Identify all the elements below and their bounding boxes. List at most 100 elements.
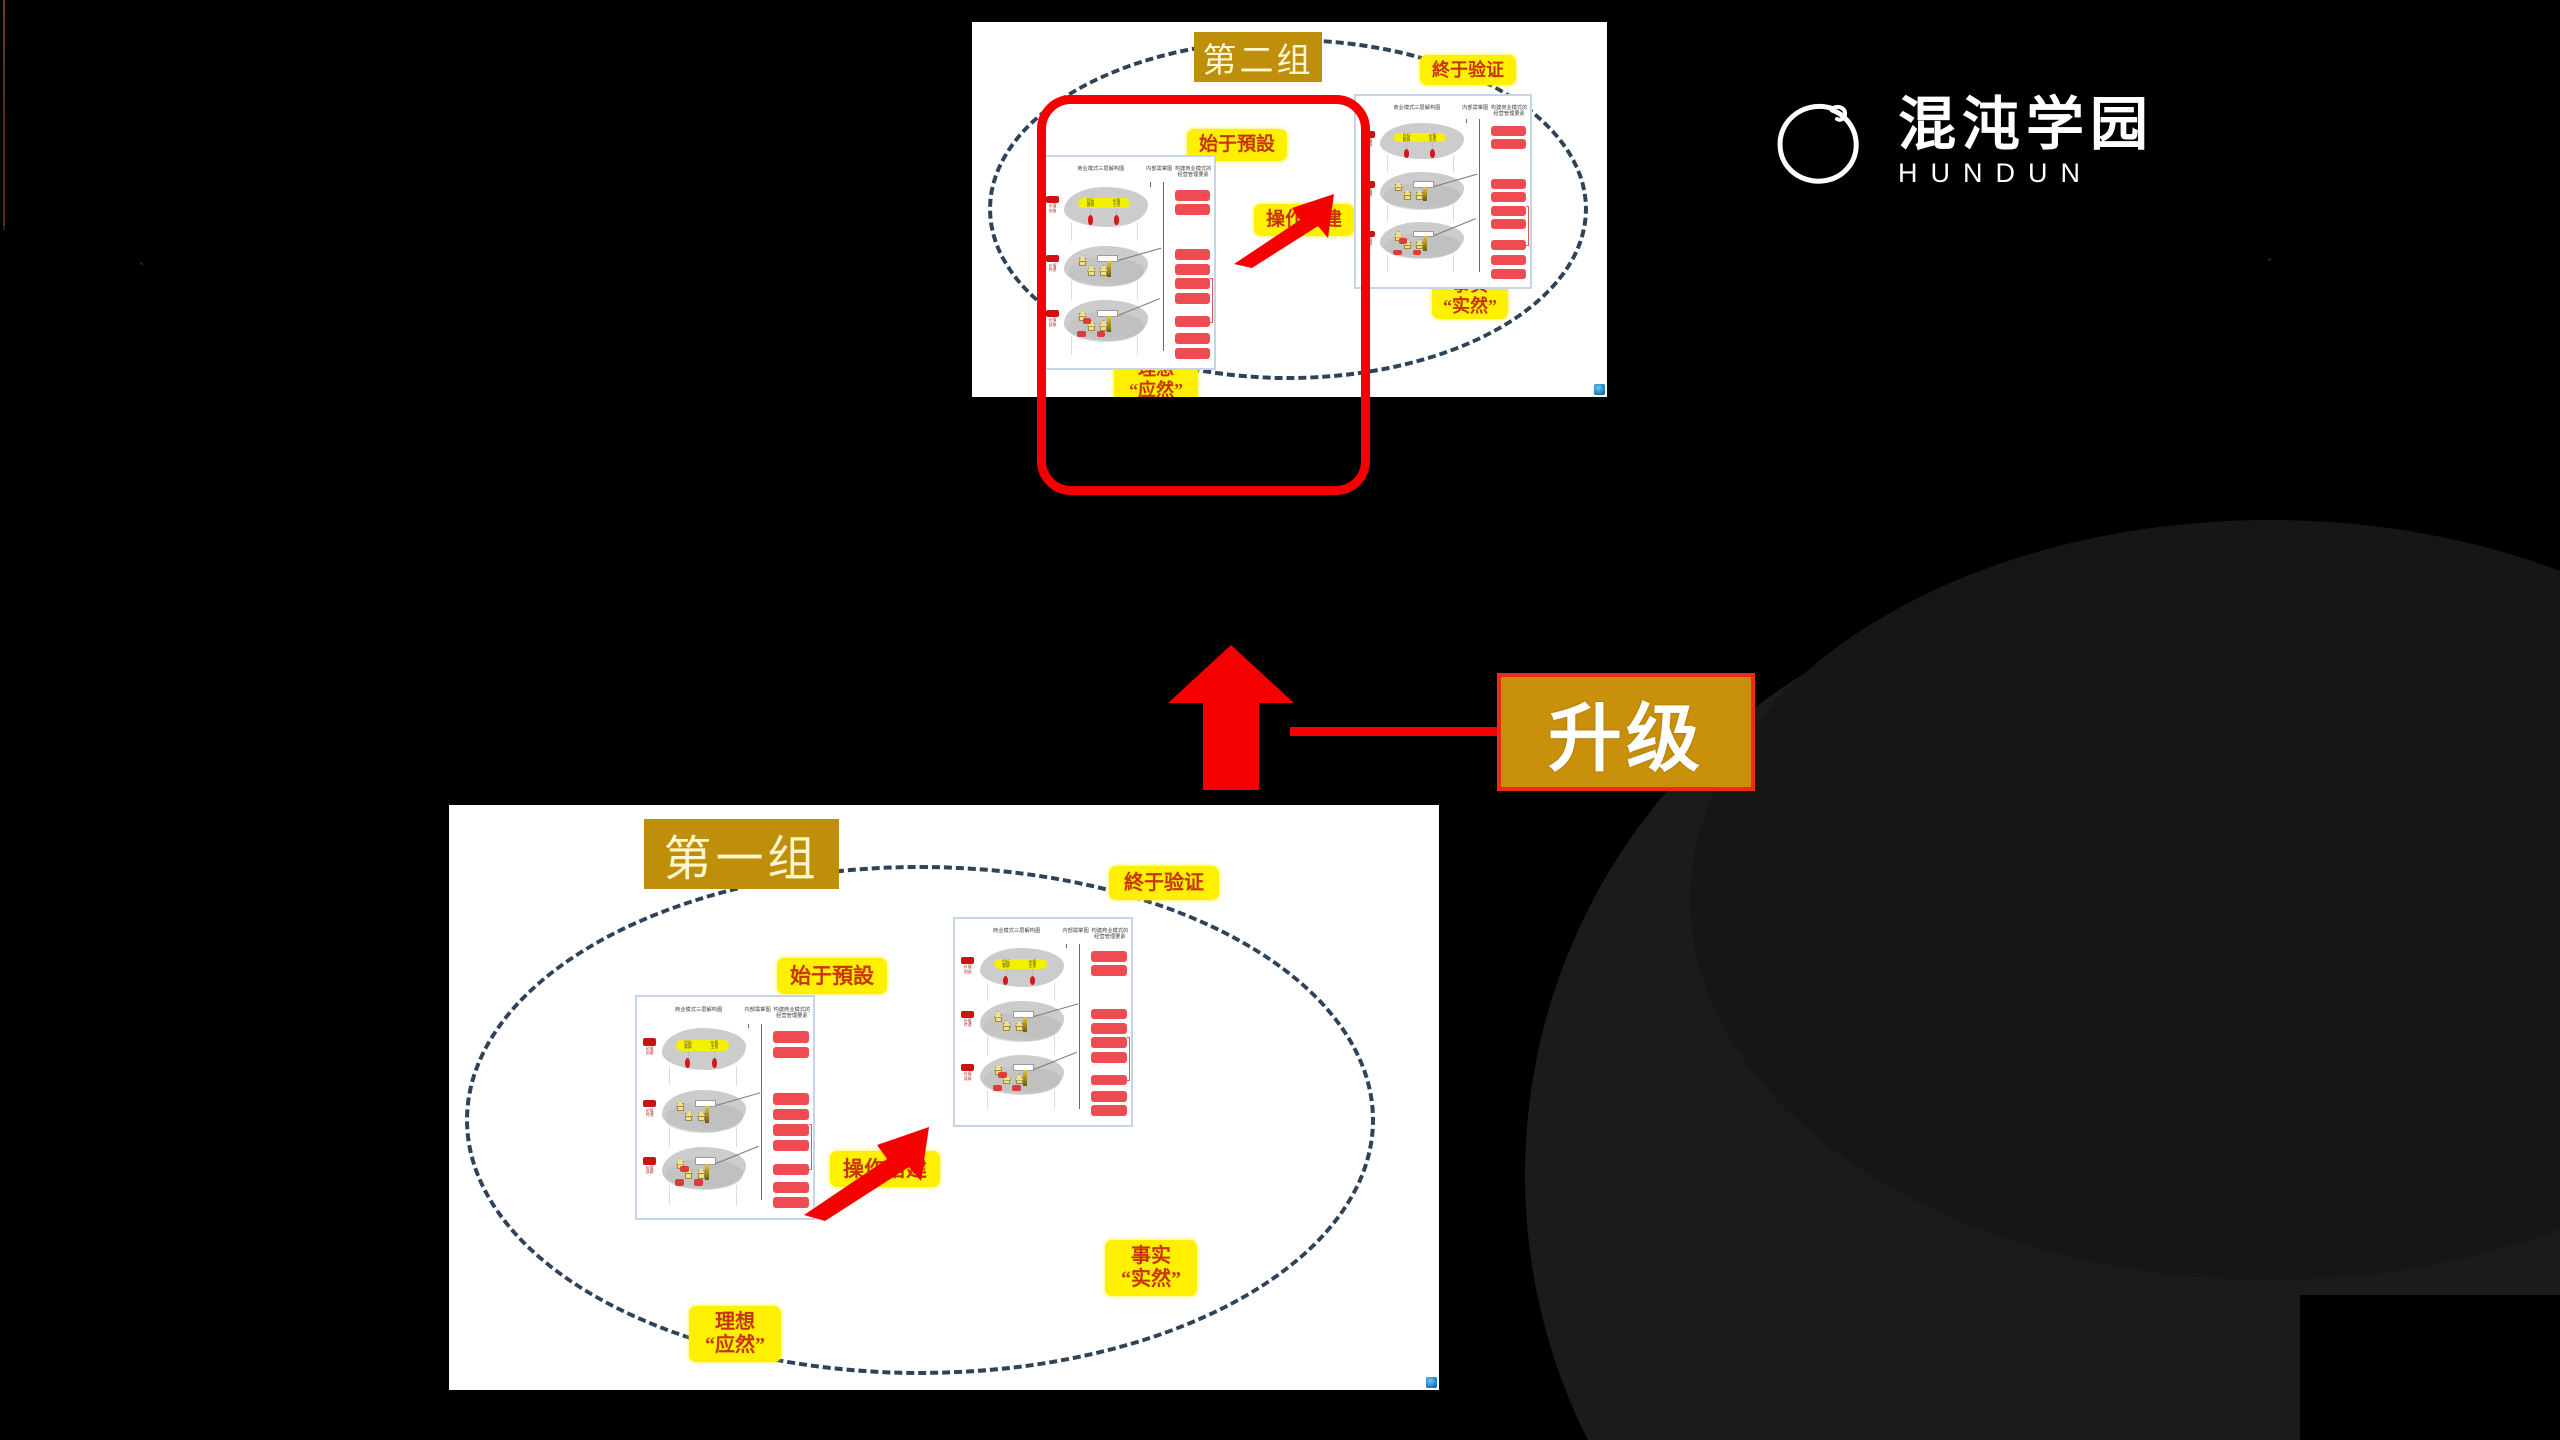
red-arrow-operate — [804, 1127, 929, 1221]
diagram-header-structure: 商业模式三层解构图 — [1077, 166, 1125, 173]
diagram-strut — [986, 1036, 988, 1055]
diagram-house-icon — [1079, 258, 1087, 267]
diagram-element-chip — [1490, 219, 1526, 230]
diagram-inline-tag — [1393, 249, 1403, 256]
diagram-element-chip — [1091, 1051, 1127, 1063]
diagram-house-icon — [685, 1113, 693, 1122]
diagram-strut — [668, 1184, 670, 1205]
group-title-ribbon: 第一组 — [644, 819, 839, 889]
diagram-element-chip — [773, 1108, 809, 1121]
diagram-strut — [1053, 982, 1055, 1002]
diagram-house-icon — [685, 1170, 693, 1179]
diagram-element-chip — [773, 1046, 809, 1059]
diagram-element-chip — [1490, 268, 1526, 279]
diagram-strut — [1137, 281, 1139, 301]
diagram-inline-tag — [1012, 1084, 1021, 1091]
diagram-element-chip — [1490, 138, 1526, 149]
diagram-element-chip — [1490, 205, 1526, 216]
diagram-element-chip — [1091, 1091, 1127, 1102]
diagram-strut — [1453, 254, 1455, 272]
diagram-header-internal: 内部需掌图 — [744, 1006, 771, 1013]
diagram-strut — [1071, 222, 1073, 242]
diagram-node-label: 目标 客群 — [1002, 959, 1010, 969]
diagram-layer-tag-sub: 价值 传递 — [645, 1107, 654, 1117]
slide-resize-handle[interactable] — [1426, 1377, 1437, 1388]
diagram-layer-tag — [1046, 196, 1060, 204]
red-highlight-rectangle — [1037, 95, 1370, 495]
label-start-assumption: 始于預設 — [777, 958, 887, 994]
diagram-node-strut — [687, 1051, 689, 1059]
diagram-strut — [1137, 336, 1139, 356]
group-title-ribbon: 第二组 — [1194, 32, 1322, 82]
diagram-value-band — [993, 959, 1047, 970]
diagram-strut — [668, 1065, 670, 1086]
diagram-header-elements: 构建商业模式的 经营管理要素 — [1174, 166, 1212, 179]
diagram-strut — [986, 982, 988, 1002]
diagram-element-chip — [773, 1139, 809, 1152]
diagram-element-chip — [773, 1197, 809, 1209]
diagram-header-elements: 构建商业模式的 经营管理要素 — [1490, 104, 1528, 117]
diagram-card-after[interactable]: 商业模式三层解构图内部需掌图构建商业模式的 经营管理要素价值 创造价值 传递价值… — [1354, 94, 1532, 289]
diagram-pillar-icon — [704, 1163, 709, 1181]
diagram-element-chip — [1174, 263, 1210, 275]
red-up-arrow — [1168, 645, 1294, 790]
diagram-element-chip — [773, 1181, 809, 1194]
diagram-header-structure: 商业模式三层解构图 — [1393, 104, 1441, 111]
diagram-divider-tick — [1065, 943, 1067, 948]
diagram-layer-tag-sub: 价值 传递 — [1048, 263, 1057, 272]
diagram-element-chip — [1091, 1023, 1127, 1034]
dashed-ellipse — [465, 865, 1375, 1375]
diagram-value-band — [1078, 198, 1131, 209]
diagram-layer-tag — [643, 1037, 657, 1046]
slide-group-one[interactable]: 第一组 始于預設 終于验证 操作搭建 理想 “应然” 事实 “实然” 商业模式三… — [449, 805, 1439, 1390]
diagram-node-label: 目标 客群 — [1402, 133, 1411, 143]
diagram-inline-tag — [1412, 249, 1422, 256]
diagram-element-chip — [1091, 950, 1127, 962]
diagram-element-chip — [1174, 204, 1210, 216]
diagram-house-icon — [697, 1113, 705, 1122]
diagram-element-chip — [1174, 278, 1210, 290]
diagram-node-label: 价值 主张 — [710, 1040, 719, 1050]
brand-name-cn: 混沌学园 — [1898, 91, 2155, 157]
diagram-house-icon — [1100, 267, 1107, 276]
diagram-house-icon — [1087, 322, 1095, 331]
diagram-value-band — [1394, 133, 1447, 143]
diagram-card-after[interactable]: 商业模式三层解构图内部需掌图构建商业模式的 经营管理要素价值 创造价值 传递价值… — [953, 917, 1133, 1127]
diagram-header-structure: 商业模式三层解构图 — [992, 928, 1041, 935]
diagram-house-icon — [1403, 192, 1411, 200]
diagram-header-internal: 内部需掌图 — [1062, 928, 1089, 935]
diagram-house-icon — [1015, 1023, 1023, 1031]
diagram-element-chip — [1174, 248, 1210, 260]
diagram-strut — [986, 1089, 988, 1109]
diagram-element-chip — [1490, 255, 1526, 266]
diagram-header-elements: 构建商业模式的 经营管理要素 — [773, 1006, 811, 1019]
diagram-divider-tick — [1149, 182, 1151, 187]
slide-resize-handle[interactable] — [1594, 384, 1605, 395]
upgrade-badge[interactable]: 升级 — [1497, 673, 1755, 791]
diagram-element-chip — [1490, 179, 1526, 189]
diagram-layer-tag-sub: 价值 创造 — [645, 1045, 654, 1055]
diagram-divider — [1478, 118, 1480, 272]
diagram-house-icon — [1003, 1076, 1011, 1085]
diagram-inline-tag — [1398, 238, 1408, 244]
diagram-pillar-icon — [1422, 186, 1427, 202]
diagram-house-icon — [1416, 242, 1423, 250]
diagram-element-chip — [1174, 293, 1210, 305]
left-edge-accent-line-2 — [3, 108, 5, 226]
diagram-strut — [1453, 155, 1455, 173]
diagram-house-icon — [1416, 192, 1423, 200]
diagram-house-icon — [1003, 1023, 1011, 1031]
diagram-element-chip — [773, 1124, 809, 1136]
diagram-chip-bracket — [1525, 205, 1530, 246]
slide-group-two[interactable]: 第二组 始于預設 終于验证 操作搭建 理想 “应然” 事实 “实然” 商业模式三… — [972, 22, 1607, 397]
diagram-inline-tag — [992, 1084, 1002, 1091]
diagram-element-chip — [1091, 1037, 1127, 1049]
diagram-node-label: 价值 主张 — [1112, 198, 1121, 208]
diagram-house-icon — [697, 1170, 705, 1179]
diagram-red-pin — [685, 1058, 691, 1069]
diagram-node-label: 价值 主张 — [1428, 133, 1437, 143]
diagram-node-strut — [1031, 969, 1033, 977]
diagram-card-before[interactable]: 商业模式三层解构图内部需掌图构建商业模式的 经营管理要素价值 创造价值 传递价值… — [635, 995, 815, 1220]
diagram-card-before[interactable]: 商业模式三层解构图内部需掌图构建商业模式的 经营管理要素价值 创造价值 传递价值… — [1038, 155, 1216, 370]
diagram-element-chip — [773, 1031, 809, 1043]
